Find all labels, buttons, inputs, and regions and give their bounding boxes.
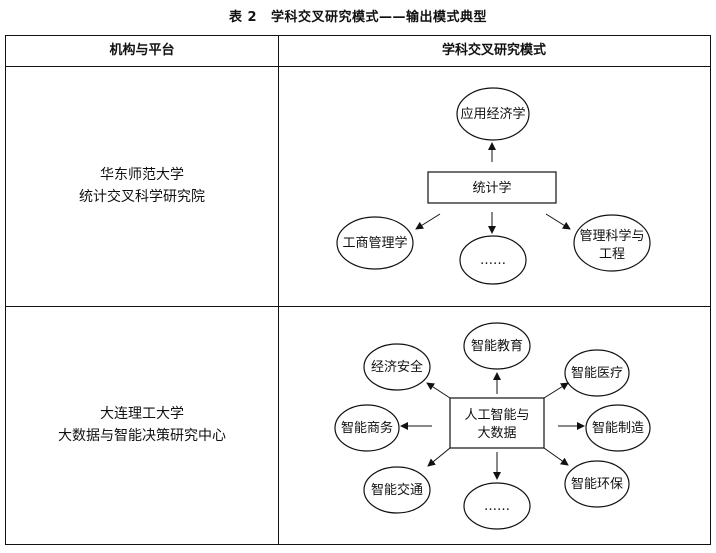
row2-institution-line2: 大数据与智能决策研究中心	[58, 428, 226, 444]
row2-institution-line1: 大连理工大学	[100, 406, 184, 422]
node-smart-commerce	[334, 404, 400, 452]
node-economic-security	[363, 343, 431, 391]
node-smart-education	[463, 322, 531, 370]
node-smart-commerce-label: 智能商务	[341, 420, 393, 436]
header-mode: 学科交叉研究模式	[441, 43, 546, 58]
node-business-admin-label: 工商管理学	[342, 235, 407, 251]
node-smart-transport	[363, 466, 431, 514]
column-divider	[278, 36, 279, 544]
table-caption: 表 2 学科交叉研究模式——输出模式典型	[0, 6, 716, 25]
node-ellipsis-2-label: ……	[484, 499, 510, 514]
node-ellipsis-1-label: ……	[480, 253, 506, 268]
row2-center-label-2: 大数据	[477, 426, 516, 441]
table-number: 表 2	[228, 10, 258, 25]
node-management-science-label-2: 工程	[599, 247, 625, 262]
node-smart-manufacturing	[585, 404, 651, 452]
arrow-to-smart-healthcare	[543, 382, 569, 399]
row1-institution: 华东师范大学 统计交叉科学研究院	[6, 164, 278, 208]
arrow-to-smart-transport	[427, 447, 451, 467]
node-smart-environment	[564, 460, 630, 508]
arrow-to-business-admin	[415, 213, 441, 230]
node-smart-transport-label: 智能交通	[371, 482, 423, 498]
arrow-to-management-science	[545, 213, 571, 230]
node-management-science-label-1: 管理科学与	[579, 228, 644, 244]
row2-diagram: 人工智能与 大数据 智能教育 经济安全 智能医疗 智能商务 智能制造 智能交通 …	[334, 322, 651, 530]
node-economic-security-label: 经济安全	[371, 359, 423, 375]
row2-institution: 大连理工大学 大数据与智能决策研究中心	[6, 403, 278, 447]
row1-institution-line1: 华东师范大学	[100, 167, 184, 183]
node-applied-economics-label: 应用经济学	[460, 106, 525, 122]
row-divider	[6, 306, 710, 307]
node-management-science	[573, 214, 651, 272]
node-smart-healthcare-label: 智能医疗	[571, 366, 623, 381]
node-applied-economics	[456, 87, 530, 141]
table-title: 学科交叉研究模式——输出模式典型	[271, 10, 488, 25]
row2-center-label-1: 人工智能与	[464, 408, 529, 423]
header-institution: 机构与平台	[109, 43, 175, 58]
header-divider	[6, 66, 710, 67]
node-smart-education-label: 智能教育	[471, 338, 523, 354]
node-business-admin	[336, 216, 414, 270]
node-ellipsis-1	[459, 235, 527, 285]
node-smart-manufacturing-label: 智能制造	[592, 421, 644, 436]
arrow-to-economic-security	[426, 382, 451, 399]
row1-institution-line2: 统计交叉科学研究院	[79, 189, 205, 205]
node-smart-healthcare	[564, 349, 630, 397]
row1-diagram: 统计学 应用经济学 工商管理学 …… 管理科学与 工程	[336, 87, 651, 285]
row2-center-box	[449, 397, 545, 449]
row1-center-label: 统计学	[472, 180, 511, 196]
node-smart-environment-label: 智能环保	[571, 477, 623, 492]
arrow-to-smart-environment	[543, 447, 569, 466]
row1-center-box	[427, 171, 557, 204]
node-ellipsis-2	[463, 482, 531, 530]
data-table: 机构与平台 学科交叉研究模式 华东师范大学 统计交叉科学研究院 大连理工大学 大…	[5, 35, 711, 545]
